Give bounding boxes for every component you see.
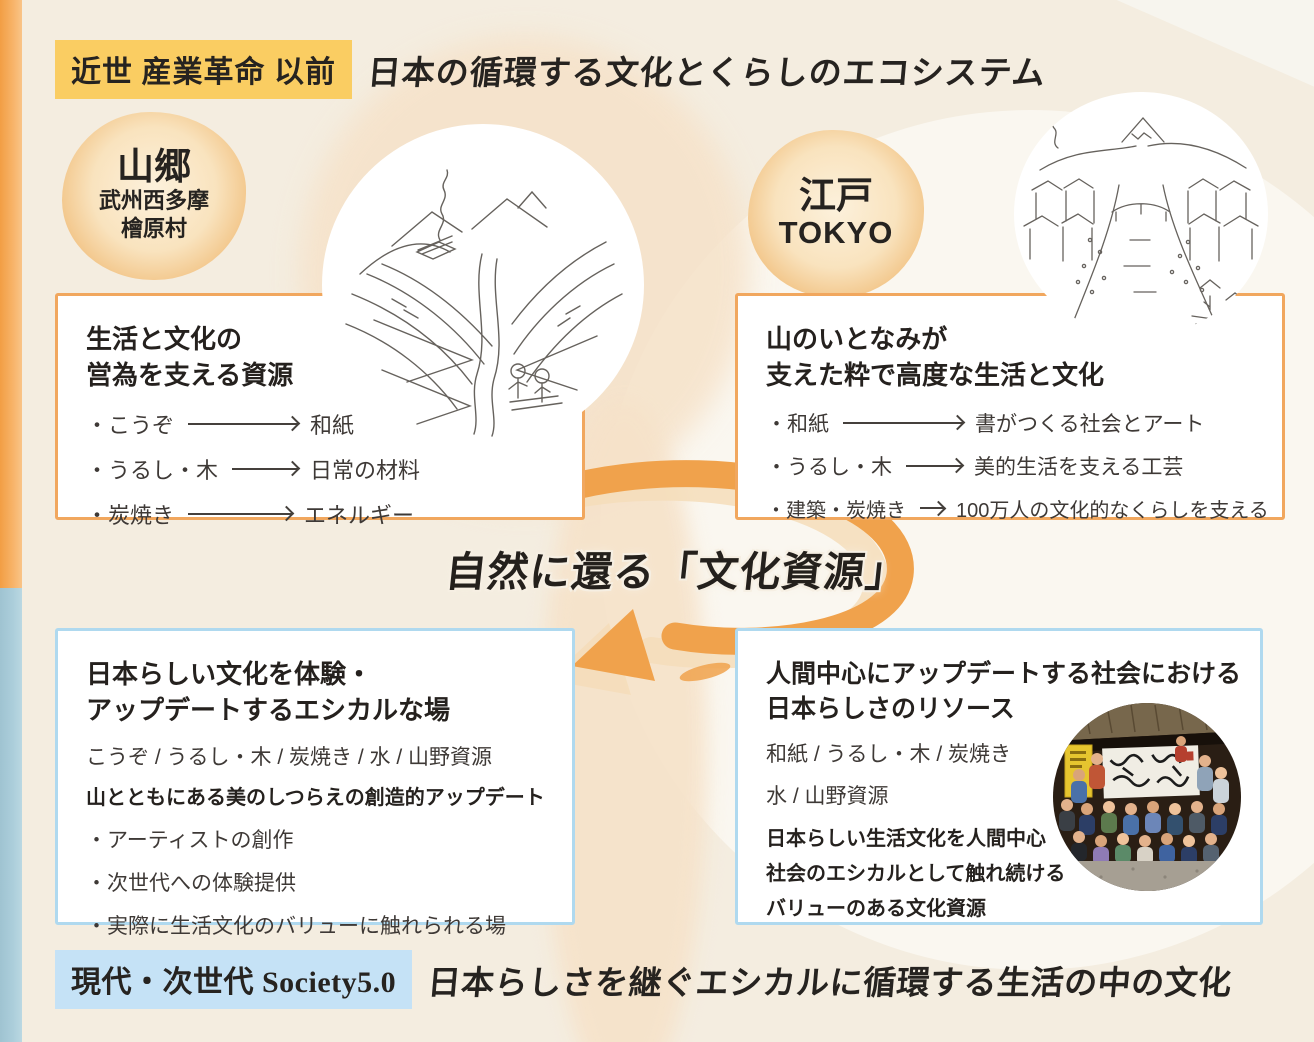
page-title: 日本の循環する文化とくらしのエコシステム [366, 55, 1048, 92]
bullet-item: ・アーティストの創作 [86, 828, 294, 852]
edo-life-list: ・和紙 書がつくる社会とアート ・うるし・木 美的生活を支える工芸 ・建築・炭焼… [766, 408, 1269, 523]
flow-result: 和紙 [310, 412, 355, 438]
ethical-place-title-line1: 日本らしい文化を体験・ [86, 659, 373, 689]
human-centered-title-line1: 人間中心にアップデートする社会における [766, 660, 1242, 688]
flow-row: ・和紙 書がつくる社会とアート [766, 408, 1254, 438]
flow-result: エネルギー [304, 502, 415, 528]
flow-arrow-icon [920, 507, 944, 510]
edo-town-sketch-svg [1014, 92, 1268, 336]
flow-arrow-icon [843, 421, 963, 424]
ethical-place-box: 日本らしい文化を体験・ アップデートするエシカルな場 こうぞ / うるし・木 /… [55, 628, 575, 938]
ethical-place-resources: こうぞ / うるし・木 / 炭焼き / 水 / 山野資源 [86, 745, 493, 769]
mountain-valley-sketch [322, 124, 644, 446]
left-edge-blue-bar [0, 588, 22, 1042]
flow-row: ・うるし・木 日常の材料 [86, 453, 554, 485]
description-line: 社会のエシカルとして触れ続ける [766, 863, 1066, 885]
flow-source: ・建築・炭焼き [766, 499, 906, 522]
flow-result: 100万人の文化的なくらしを支える [956, 499, 1269, 522]
human-centered-resources-line1: 和紙 / うるし・木 / 炭焼き [766, 743, 1012, 766]
flow-source: ・こうぞ [86, 412, 175, 438]
edo-life-box: 山のいとなみが 支えた粋で高度な生活と文化 ・和紙 書がつくる社会とアート ・う… [735, 293, 1285, 523]
flow-result: 美的生活を支える工芸 [974, 455, 1184, 479]
middle-heading: 自然に還る「文化資源」 [443, 549, 910, 595]
description-line: 日本らしい生活文化を人間中心 [766, 828, 1046, 850]
human-centered-title-line2: 日本らしさのリソース [766, 694, 1015, 723]
header: 近世 産業革命 以前 日本の循環する文化とくらしのエコシステム [55, 40, 1048, 99]
ethical-place-bullets: ・アーティストの創作 ・次世代への体験提供 ・実際に生活文化のバリューに触れられ… [86, 824, 544, 940]
edo-town-sketch [1012, 90, 1270, 338]
flow-row: ・建築・炭焼き 100万人の文化的なくらしを支える [766, 494, 1269, 523]
edo-life-title-line2: 支えた粋で高度な生活と文化 [766, 359, 1105, 390]
footer-title: 日本らしさを継ぐエシカルに循環する生活の中の文化 [426, 965, 1234, 1002]
flow-result: 日常の材料 [310, 457, 421, 483]
flow-result: 書がつくる社会とアート [975, 412, 1205, 436]
mountain-resources-list: ・こうぞ 和紙 ・うるし・木 日常の材料 ・炭焼き エネルギー [86, 408, 554, 530]
mountain-village-badge-line2: 檜原村 [120, 216, 187, 242]
flow-arrow-icon [232, 467, 299, 470]
edo-life-title-line1: 山のいとなみが [766, 324, 948, 354]
mountain-resources-title-line1: 生活と文化の [86, 324, 243, 354]
edo-badge-subtitle: TOKYO [778, 215, 894, 251]
bullet-item: ・次世代への体験提供 [86, 871, 296, 895]
human-centered-description: 日本らしい生活文化を人間中心 社会のエシカルとして触れ続ける バリューのある文化… [766, 822, 1071, 927]
flow-arrow-icon [188, 512, 293, 515]
flow-row: ・炭焼き エネルギー [86, 498, 554, 530]
flow-source: ・うるし・木 [86, 457, 219, 483]
mountain-valley-sketch-svg [322, 124, 644, 446]
group-photo [1053, 703, 1241, 891]
flow-arrow-icon [188, 422, 299, 425]
left-edge-orange-bar [0, 0, 22, 588]
mountain-village-badge: 山郷 武州西多摩 檜原村 [62, 112, 246, 280]
footer: 現代・次世代 Society5.0 日本らしさを継ぐエシカルに循環する生活の中の… [55, 950, 1234, 1009]
flow-arrow-icon [906, 464, 962, 467]
edo-badge-title: 江戸 [799, 174, 873, 216]
flow-source: ・うるし・木 [766, 455, 892, 479]
flow-row: ・こうぞ 和紙 [86, 408, 554, 440]
flow-source: ・和紙 [766, 412, 829, 436]
human-centered-resources-line2: 水 / 山野資源 [766, 785, 889, 808]
ethical-place-subtitle: 山とともにある美のしつらえの創造的アップデート [86, 786, 545, 809]
description-line: バリューのある文化資源 [766, 898, 986, 920]
mountain-village-badge-title: 山郷 [117, 145, 191, 187]
edo-badge: 江戸 TOKYO [748, 130, 924, 298]
group-photo-svg [1053, 703, 1241, 891]
era-label-premodern: 近世 産業革命 以前 [55, 40, 352, 99]
era-label-society50: 現代・次世代 Society5.0 [55, 950, 413, 1009]
mountain-village-badge-line1: 武州西多摩 [98, 187, 209, 213]
ethical-place-title-line2: アップデートするエシカルな場 [86, 694, 451, 725]
flow-source: ・炭焼き [86, 502, 175, 528]
mountain-resources-title-line2: 営為を支える資源 [86, 359, 294, 390]
bullet-item: ・実際に生活文化のバリューに触れられる場 [86, 914, 506, 938]
flow-row: ・うるし・木 美的生活を支える工芸 [766, 451, 1254, 481]
